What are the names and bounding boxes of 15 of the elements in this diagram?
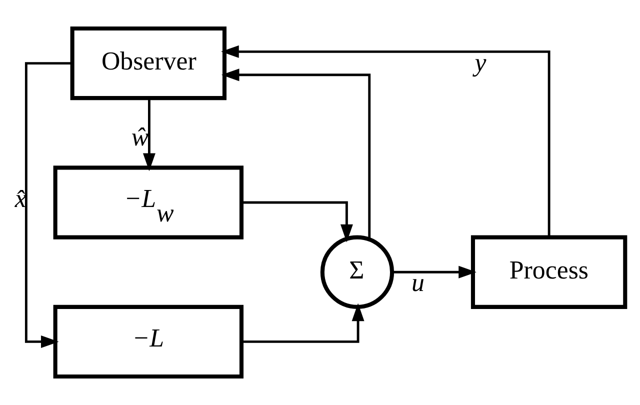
node-box: −L — [53, 304, 244, 379]
edge-label: u — [412, 268, 424, 298]
arrow — [242, 303, 364, 343]
arrow — [24, 62, 72, 348]
arrow — [142, 98, 156, 172]
edge-label: x̂ — [14, 184, 26, 213]
edge-label: ŵ — [131, 122, 149, 152]
arrow — [221, 68, 371, 240]
arrow — [242, 201, 353, 242]
arrow — [392, 266, 476, 278]
node-box: Process — [470, 235, 628, 309]
edge-label: y — [474, 48, 486, 77]
node-box: Observer — [70, 26, 227, 100]
node-circle: Σ — [320, 235, 394, 309]
arrow — [221, 45, 550, 238]
